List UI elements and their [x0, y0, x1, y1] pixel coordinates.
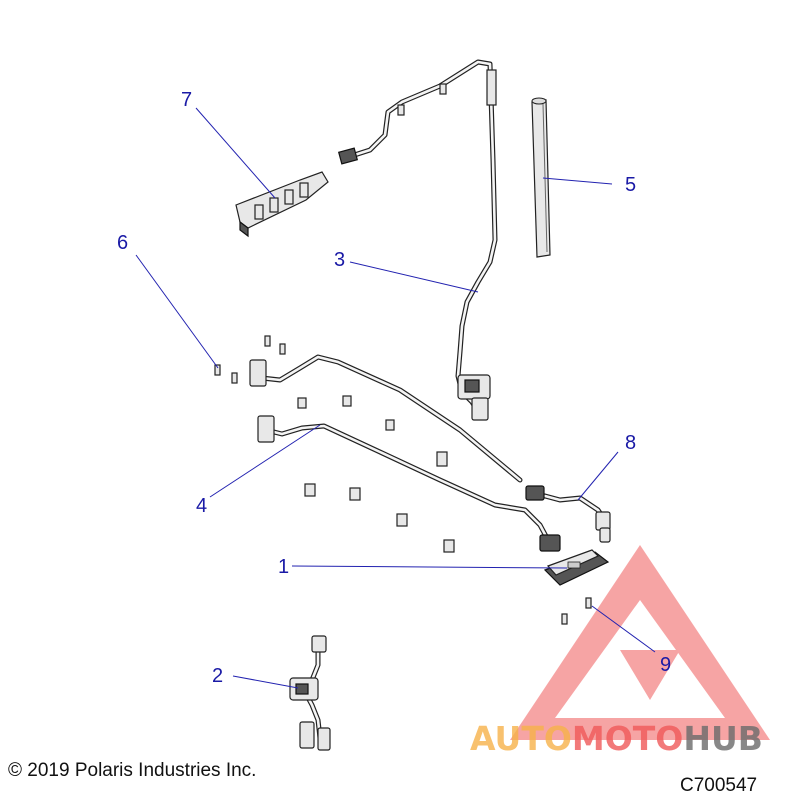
watermark-text: AUTOMOTOHUB — [470, 719, 763, 758]
part-5-tube — [531, 97, 551, 258]
part-8-harness — [525, 485, 611, 543]
part-7-bracket — [235, 171, 329, 238]
svg-text:AUTOMOTOHUB: AUTOMOTOHUB — [470, 719, 763, 758]
callout-9: 9 — [660, 654, 671, 676]
watermark-moto: MOTO — [572, 719, 683, 758]
leader-lines — [135, 107, 656, 689]
watermark-hub: HUB — [683, 719, 763, 758]
drawing-code: C700547 — [680, 775, 758, 796]
callout-6: 6 — [117, 232, 128, 254]
part-4-harness — [249, 354, 561, 552]
callout-2: 2 — [212, 665, 223, 687]
callout-labels: 7 6 3 5 8 4 1 2 9 — [117, 89, 671, 687]
callout-5: 5 — [625, 174, 636, 196]
callout-7: 7 — [181, 89, 192, 111]
callout-3: 3 — [334, 249, 345, 271]
callout-8: 8 — [625, 432, 636, 454]
callout-1: 1 — [278, 556, 289, 578]
part-1-module — [543, 549, 610, 586]
part-2-sensor — [289, 635, 331, 751]
fasteners — [214, 335, 592, 625]
watermark-auto: AUTO — [470, 719, 572, 758]
callout-4: 4 — [196, 495, 207, 517]
copyright-notice: © 2019 Polaris Industries Inc. — [8, 760, 257, 781]
watermark-logo — [510, 545, 770, 740]
part-3-harness — [337, 59, 498, 421]
